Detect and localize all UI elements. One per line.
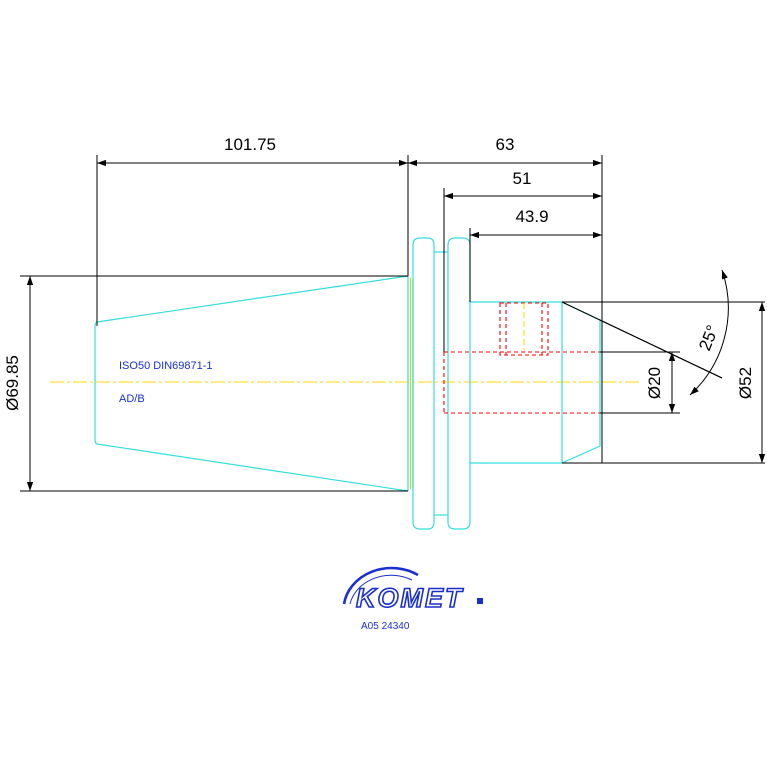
form-note: AD/B bbox=[119, 393, 145, 405]
logo-arc bbox=[342, 566, 419, 605]
dim-52: Ø52 bbox=[736, 367, 755, 399]
dim-43-9: 43.9 bbox=[515, 207, 548, 226]
dim-angle-25: 25° bbox=[695, 322, 722, 353]
threaded-hole bbox=[499, 302, 549, 356]
hidden-lines bbox=[443, 302, 600, 414]
dim-69-85: Ø69.85 bbox=[3, 355, 22, 411]
dim-51: 51 bbox=[513, 169, 532, 188]
part-number: A05 24340 bbox=[361, 621, 410, 632]
komet-logo: KOMET bbox=[342, 566, 483, 614]
dim-20: Ø20 bbox=[645, 367, 664, 399]
dimension-lines bbox=[20, 155, 766, 492]
taper-cone bbox=[94, 275, 409, 492]
dim-63: 63 bbox=[496, 135, 515, 154]
flange-2 bbox=[447, 237, 471, 530]
flange-1 bbox=[412, 237, 435, 530]
angle-arc-25 bbox=[689, 269, 729, 396]
logo-dot bbox=[477, 598, 483, 604]
part-outline bbox=[94, 237, 601, 530]
dim-101-75: 101.75 bbox=[224, 135, 276, 154]
standard-note: ISO50 DIN69871-1 bbox=[119, 360, 213, 372]
logo-brand-text: KOMET bbox=[356, 583, 464, 613]
